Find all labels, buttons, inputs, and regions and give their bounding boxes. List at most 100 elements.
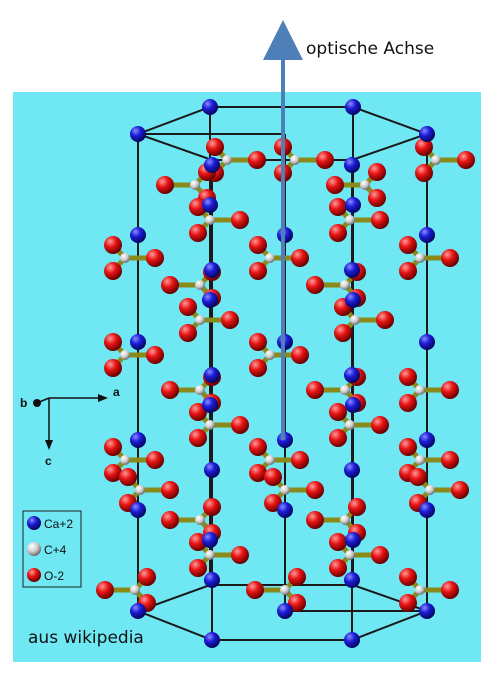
calcium-atom [130, 126, 146, 142]
oxygen-atom [371, 211, 389, 229]
legend-ca-label: Ca+2 [44, 517, 73, 531]
oxygen-atom [415, 138, 433, 156]
calcium-atom [419, 334, 435, 350]
carbon-atom [120, 253, 130, 263]
oxygen-atom [248, 151, 266, 169]
carbon-atom [415, 253, 425, 263]
calcium-atom [202, 532, 218, 548]
carbon-atom [265, 455, 275, 465]
calcium-atom [345, 532, 361, 548]
oxygen-atom [221, 311, 239, 329]
carbon-atom [265, 350, 275, 360]
carbon-atom [265, 253, 275, 263]
legend-box [22, 510, 82, 588]
carbon-atom [345, 550, 355, 560]
carbon-atom [195, 385, 205, 395]
oxygen-atom [306, 381, 324, 399]
legend-o-label: O-2 [44, 569, 64, 583]
oxygen-atom [415, 164, 433, 182]
oxygen-atom [206, 138, 224, 156]
credit-caption: aus wikipedia [28, 628, 144, 648]
oxygen-atom [306, 481, 324, 499]
oxygen-atom [156, 176, 174, 194]
atom-layer [96, 99, 475, 648]
axis-label-a: a [113, 385, 120, 399]
oxygen-atom [249, 438, 267, 456]
oxygen-atom [441, 451, 459, 469]
carbon-atom [345, 420, 355, 430]
oxygen-atom [368, 163, 386, 181]
oxygen-atom [329, 533, 347, 551]
oxygen-atom [161, 276, 179, 294]
oxygen-atom [189, 429, 207, 447]
calcium-atom [130, 432, 146, 448]
carbon-atom [120, 455, 130, 465]
carbon-atom [340, 385, 350, 395]
oxygen-atom [249, 333, 267, 351]
carbon-atom [205, 550, 215, 560]
oxygen-atom [399, 262, 417, 280]
calcium-atom [130, 334, 146, 350]
oxygen-atom [119, 468, 137, 486]
calcium-atom [130, 603, 146, 619]
oxygen-atom [399, 594, 417, 612]
oxygen-atom [306, 511, 324, 529]
carbon-atom [290, 155, 300, 165]
oxygen-atom [306, 276, 324, 294]
oxygen-atom [104, 236, 122, 254]
legend-ca-icon [27, 516, 41, 530]
carbon-atom [130, 585, 140, 595]
carbon-atom [120, 350, 130, 360]
oxygen-atom [249, 464, 267, 482]
oxygen-atom [249, 262, 267, 280]
oxygen-atom [146, 451, 164, 469]
oxygen-atom [231, 211, 249, 229]
oxygen-atom [291, 451, 309, 469]
calcium-atom [130, 227, 146, 243]
calcium-atom [345, 292, 361, 308]
oxygen-atom [249, 236, 267, 254]
oxygen-atom [249, 359, 267, 377]
carbon-atom [205, 215, 215, 225]
calcium-atom [277, 603, 293, 619]
calcium-atom [344, 367, 360, 383]
carbon-atom [415, 385, 425, 395]
oxygen-atom [376, 311, 394, 329]
calcium-atom [419, 126, 435, 142]
oxygen-atom [368, 189, 386, 207]
calcium-atom [204, 262, 220, 278]
oxygen-atom [409, 468, 427, 486]
oxygen-atom [203, 498, 221, 516]
optic-axis-label: optische Achse [306, 39, 434, 59]
oxygen-atom [104, 359, 122, 377]
calcium-atom [202, 397, 218, 413]
oxygen-atom [146, 249, 164, 267]
carbon-atom [222, 155, 232, 165]
carbon-atom [280, 585, 290, 595]
carbon-atom [280, 485, 290, 495]
oxygen-atom [104, 464, 122, 482]
carbon-atom [415, 455, 425, 465]
calcium-atom [130, 502, 146, 518]
oxygen-atom [329, 559, 347, 577]
oxygen-atom [399, 236, 417, 254]
oxygen-atom [329, 224, 347, 242]
carbon-atom [345, 215, 355, 225]
calcium-atom [345, 197, 361, 213]
oxygen-atom [161, 511, 179, 529]
oxygen-atom [399, 394, 417, 412]
calcium-atom [419, 227, 435, 243]
carbon-atom [340, 515, 350, 525]
calcium-atom [345, 397, 361, 413]
calcium-atom [345, 99, 361, 115]
carbon-atom [195, 280, 205, 290]
calcium-atom [419, 502, 435, 518]
calcium-atom [344, 572, 360, 588]
calcium-atom [419, 432, 435, 448]
oxygen-atom [161, 481, 179, 499]
oxygen-atom [288, 568, 306, 586]
oxygen-atom [189, 224, 207, 242]
calcium-atom [344, 632, 360, 648]
calcium-atom [277, 502, 293, 518]
